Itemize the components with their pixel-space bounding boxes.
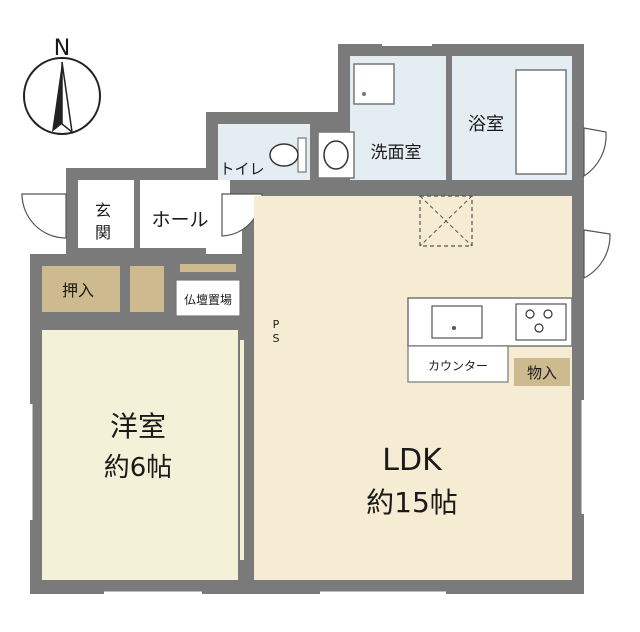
- compass-needle-left: [52, 62, 62, 132]
- ldk-east-door: [583, 229, 611, 279]
- shoe-shelf: [180, 264, 236, 272]
- genkan-floor: [78, 180, 134, 248]
- ps-label-2: S: [273, 332, 280, 345]
- entry-door-swing: [21, 193, 67, 239]
- genkan-label-1: 玄: [95, 201, 111, 220]
- burner-icon: [543, 309, 553, 319]
- closet-label: 押入: [62, 281, 94, 300]
- counter-label: カウンター: [428, 359, 488, 373]
- sink-icon: [323, 140, 349, 170]
- compass-needle-right: [61, 61, 74, 134]
- washing-machine-pan: [353, 63, 395, 105]
- bathroom-label: 浴室: [468, 114, 504, 135]
- genkan-label-2: 関: [95, 223, 111, 242]
- ldk-label-1: LDK: [382, 443, 443, 478]
- toilet-tank: [297, 137, 307, 173]
- ps-label-1: P: [273, 318, 280, 331]
- closet-left-floor: [42, 266, 120, 312]
- closet-right-floor: [130, 266, 164, 312]
- burner-icon: [534, 323, 544, 333]
- butsudan-label: 仏壇置場: [184, 292, 232, 307]
- toilet-icon: [269, 143, 299, 167]
- compass-ring: [23, 57, 101, 135]
- storage-label: 物入: [527, 364, 557, 382]
- ldk-floor: [254, 196, 572, 580]
- compass-label: N: [54, 36, 70, 61]
- kitchen-sink: [431, 305, 483, 339]
- fridge-space: [419, 195, 473, 247]
- compass: N: [23, 36, 101, 135]
- kitchen-sink-drain-icon: [452, 326, 456, 330]
- drain-icon: [362, 92, 366, 96]
- counter-bar: [407, 345, 509, 383]
- entry-door: [21, 193, 67, 239]
- bathtub: [515, 69, 567, 175]
- western-room-label-1: 洋室: [110, 410, 166, 443]
- butsudan-area: [175, 279, 241, 317]
- western-room-floor: [42, 330, 238, 580]
- western-room-label-2: 約6帖: [104, 453, 173, 483]
- stove: [515, 303, 567, 341]
- ldk-label-2: 約15帖: [366, 486, 458, 519]
- fridge-space-diag-2: [419, 195, 473, 247]
- burner-icon: [525, 309, 535, 319]
- bathroom-east-window: [583, 127, 607, 178]
- toilet-label: トイレ: [219, 160, 264, 178]
- storage-floor: [514, 358, 570, 386]
- hall-label: ホール: [151, 209, 208, 231]
- hall-floor: [140, 180, 230, 248]
- washroom-label: 洗面室: [371, 143, 422, 163]
